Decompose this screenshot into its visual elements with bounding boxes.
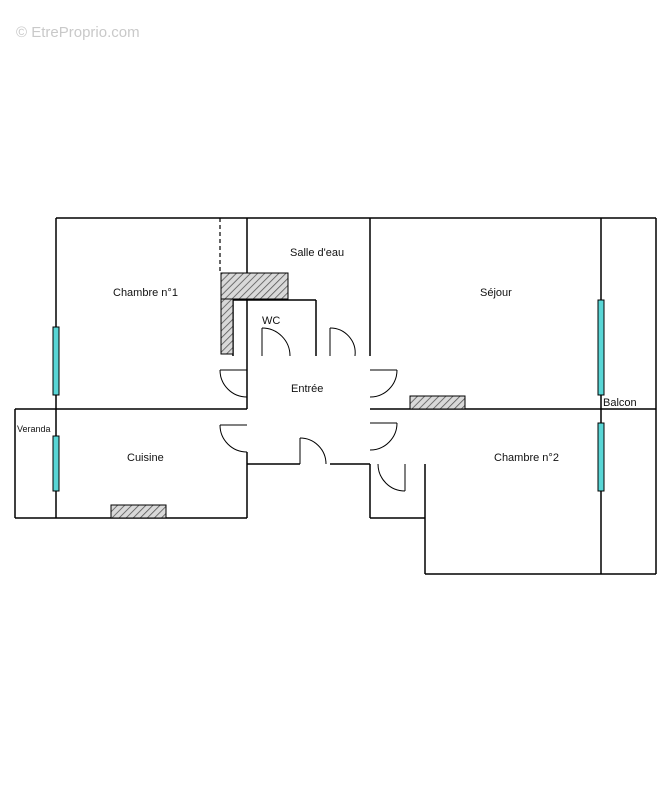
window-chambre1 bbox=[52, 326, 60, 396]
label-balcon: Balcon bbox=[603, 397, 637, 409]
label-sejour: Séjour bbox=[480, 287, 512, 299]
label-salle-eau: Salle d'eau bbox=[290, 247, 344, 259]
label-entree: Entrée bbox=[291, 383, 323, 395]
hatch-block-top bbox=[220, 272, 289, 300]
label-chambre2: Chambre n°2 bbox=[494, 452, 559, 464]
label-veranda: Veranda bbox=[17, 424, 51, 434]
window-cuisine bbox=[52, 435, 60, 492]
hatch-block-cuisine bbox=[110, 504, 167, 519]
walls bbox=[14, 217, 657, 575]
watermark: © EtreProprio.com bbox=[16, 24, 140, 41]
hatched-blocks bbox=[110, 272, 466, 519]
window-sejour bbox=[597, 299, 605, 396]
label-wc: WC bbox=[262, 315, 280, 327]
label-chambre1: Chambre n°1 bbox=[113, 287, 178, 299]
label-cuisine: Cuisine bbox=[127, 452, 164, 464]
hatch-block-side bbox=[220, 298, 234, 355]
doors bbox=[219, 327, 406, 492]
room-labels: Chambre n°1 Salle d'eau WC Séjour Entrée… bbox=[17, 247, 637, 464]
windows bbox=[52, 299, 605, 492]
hatch-block-sejour bbox=[409, 395, 466, 410]
window-chambre2 bbox=[597, 422, 605, 492]
